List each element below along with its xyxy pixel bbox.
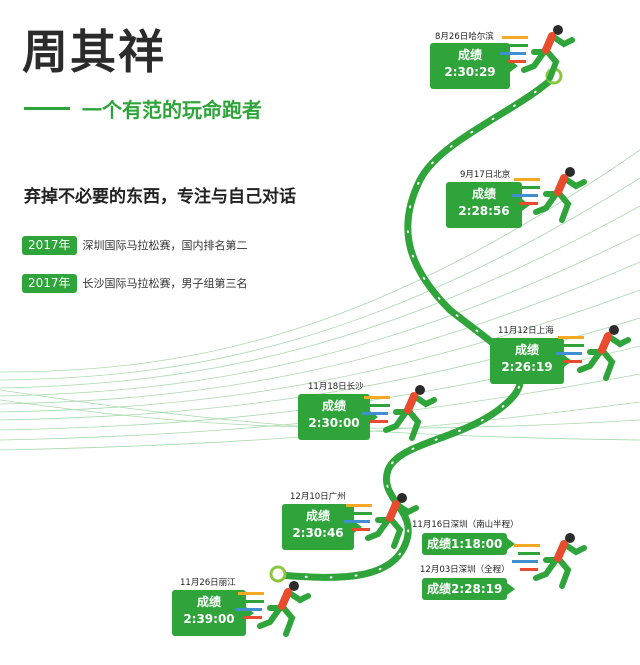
race-result-prefix: 成绩 (471, 187, 496, 201)
page-title: 周其祥 (22, 25, 166, 79)
race-result-time: 2:26:19 (501, 360, 553, 374)
runner-illustration-icon (512, 167, 587, 223)
race-result-box: 成绩 2:30:00 (298, 394, 378, 440)
runner-illustration-icon (512, 533, 587, 589)
motto: 弃掉不必要的东西，专注与自己对话 (24, 187, 296, 207)
race-result-time: 2:28:19 (451, 582, 503, 596)
achievement-text: 长沙国际马拉松赛，男子组第三名 (82, 277, 248, 290)
race-result-time: 2:30:29 (444, 65, 496, 79)
race-result-box: 成绩 2:30:46 (282, 504, 362, 550)
race-result-prefix: 成绩 (321, 399, 346, 413)
race-result-time: 2:30:00 (308, 416, 360, 430)
race-label: 11月26日丽江 (180, 578, 236, 588)
race-result-time: 1:18:00 (451, 537, 503, 551)
achievement-text: 深圳国际马拉松赛，国内排名第二 (82, 239, 248, 252)
achievement-year: 2017年 (22, 235, 77, 255)
race-result-time: 2:30:46 (292, 526, 344, 540)
race-result-box: 成绩1:18:00 (422, 533, 516, 555)
race-result-time: 2:39:00 (183, 612, 235, 626)
race-result-prefix: 成绩 (514, 343, 539, 357)
runner-illustration-icon (556, 325, 631, 381)
race-label: 11月16日深圳（南山半程） (412, 520, 519, 530)
achievement-item: 2017年 长沙国际马拉松赛，男子组第三名 (22, 273, 248, 293)
race-result-box: 成绩 2:26:19 (490, 338, 572, 384)
race-result-box: 成绩 2:39:00 (172, 590, 254, 636)
race-label: 12月03日深圳（全程） (420, 565, 510, 575)
race-result-prefix: 成绩 (427, 582, 452, 596)
race-result-prefix: 成绩 (427, 537, 452, 551)
runner-illustration-icon (344, 493, 419, 549)
runner-illustration-icon (362, 385, 437, 441)
race-result-box: 成绩2:28:19 (422, 578, 516, 600)
race-result-prefix: 成绩 (457, 48, 482, 62)
achievement-year: 2017年 (22, 273, 77, 293)
runner-illustration-icon (236, 581, 311, 637)
race-result-time: 2:28:56 (458, 204, 510, 218)
race-result-box: 成绩 2:30:29 (430, 43, 518, 89)
race-label: 8月26日哈尔滨 (435, 32, 494, 42)
race-result-prefix: 成绩 (196, 595, 221, 609)
subtitle: 一个有范的玩命跑者 (82, 98, 262, 122)
race-label: 11月18日长沙 (308, 382, 364, 392)
race-result-box: 成绩 2:28:56 (446, 182, 530, 228)
runner-illustration-icon (500, 25, 575, 81)
race-label: 9月17日北京 (460, 170, 511, 180)
race-label: 12月10日广州 (290, 492, 346, 502)
race-result-prefix: 成绩 (305, 509, 330, 523)
achievement-item: 2017年 深圳国际马拉松赛，国内排名第二 (22, 235, 248, 255)
subtitle-divider (24, 107, 70, 110)
race-label: 11月12日上海 (498, 326, 554, 336)
route-track (276, 72, 559, 581)
